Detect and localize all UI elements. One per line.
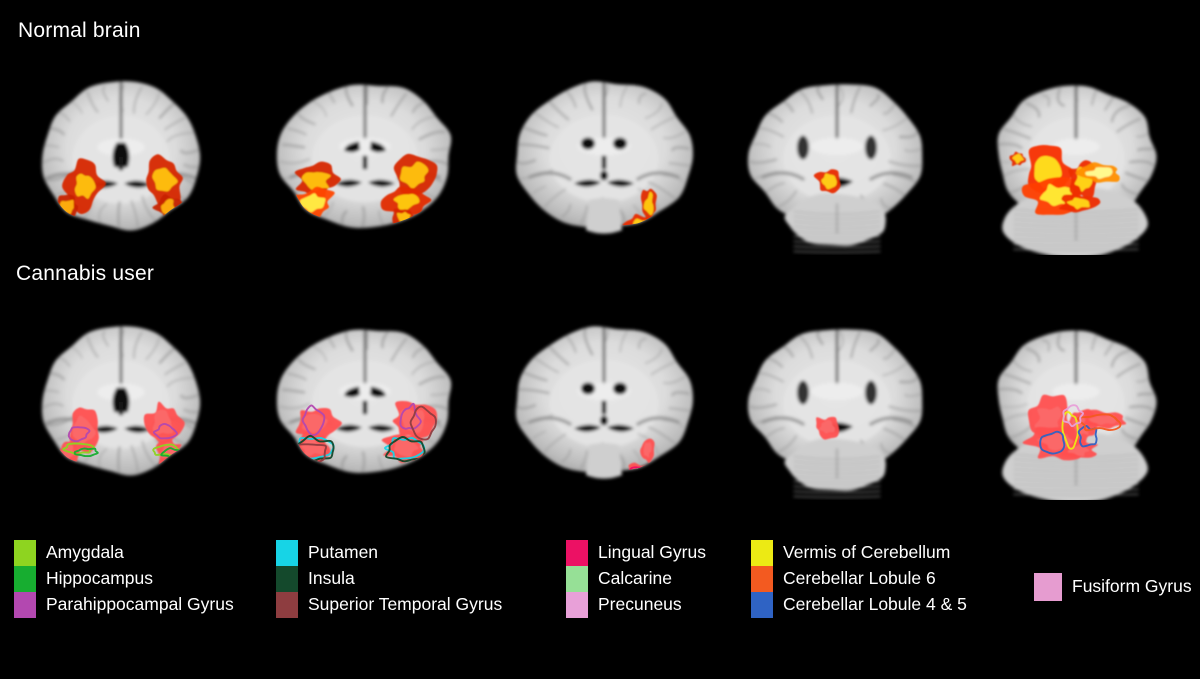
legend-color-swatch <box>751 540 773 566</box>
legend-label: Insula <box>308 568 355 589</box>
legend-label: Lingual Gyrus <box>598 542 706 563</box>
row-label-normal-brain: Normal brain <box>18 19 141 42</box>
slice-row-cannabis-user <box>0 300 1200 500</box>
legend-color-swatch <box>566 592 588 618</box>
legend-label: Fusiform Gyrus <box>1072 576 1192 597</box>
brain-slice-normal-3 <box>489 55 719 255</box>
legend-color-swatch <box>14 566 36 592</box>
legend-label: Superior Temporal Gyrus <box>308 594 503 615</box>
legend-label: Calcarine <box>598 568 672 589</box>
legend-entry: Fusiform Gyrus <box>1034 573 1192 601</box>
legend-entry: Amygdala <box>14 540 234 566</box>
legend-label: Cerebellar Lobule 4 & 5 <box>783 594 967 615</box>
legend-label: Hippocampus <box>46 568 153 589</box>
legend-entry: Calcarine <box>566 566 706 592</box>
legend-entry: Precuneus <box>566 592 706 618</box>
legend-entry: Parahippocampal Gyrus <box>14 592 234 618</box>
legend-color-swatch <box>14 540 36 566</box>
brain-slice-cannabis-2 <box>250 300 480 500</box>
legend-color-swatch <box>566 566 588 592</box>
legend-color-swatch <box>276 540 298 566</box>
legend-entry: Insula <box>276 566 502 592</box>
legend-color-swatch <box>751 566 773 592</box>
legend-label: Precuneus <box>598 594 682 615</box>
brain-slice-cannabis-4 <box>722 300 952 500</box>
legend-entry: Putamen <box>276 540 502 566</box>
legend-entry: Vermis of Cerebellum <box>751 540 967 566</box>
brain-slice-cannabis-5 <box>961 300 1191 500</box>
legend-entry: Lingual Gyrus <box>566 540 706 566</box>
legend-label: Vermis of Cerebellum <box>783 542 951 563</box>
legend-color-swatch <box>751 592 773 618</box>
legend-entry: Cerebellar Lobule 6 <box>751 566 967 592</box>
legend-label: Putamen <box>308 542 379 563</box>
slice-row-normal-brain <box>0 55 1200 255</box>
legend-color-swatch <box>566 540 588 566</box>
legend-entry: Superior Temporal Gyrus <box>276 592 502 618</box>
legend-color-swatch <box>276 592 298 618</box>
legend-entry: Hippocampus <box>14 566 234 592</box>
brain-slice-normal-1 <box>6 55 236 255</box>
legend-label: Cerebellar Lobule 6 <box>783 568 936 589</box>
legend-color-swatch <box>276 566 298 592</box>
brain-slice-normal-2 <box>250 55 480 255</box>
row-label-cannabis-user: Cannabis user <box>16 262 155 285</box>
legend-label: Parahippocampal Gyrus <box>46 594 234 615</box>
brain-slice-cannabis-1 <box>6 300 236 500</box>
legend-color-swatch <box>14 592 36 618</box>
legend-label: Amygdala <box>46 542 124 563</box>
brain-slice-cannabis-3 <box>489 300 719 500</box>
brain-slice-normal-5 <box>961 55 1191 255</box>
brain-slice-normal-4 <box>722 55 952 255</box>
legend-column-5: Fusiform Gyrus <box>1034 573 1192 601</box>
legend-entry: Cerebellar Lobule 4 & 5 <box>751 592 967 618</box>
legend-color-swatch <box>1034 573 1062 601</box>
